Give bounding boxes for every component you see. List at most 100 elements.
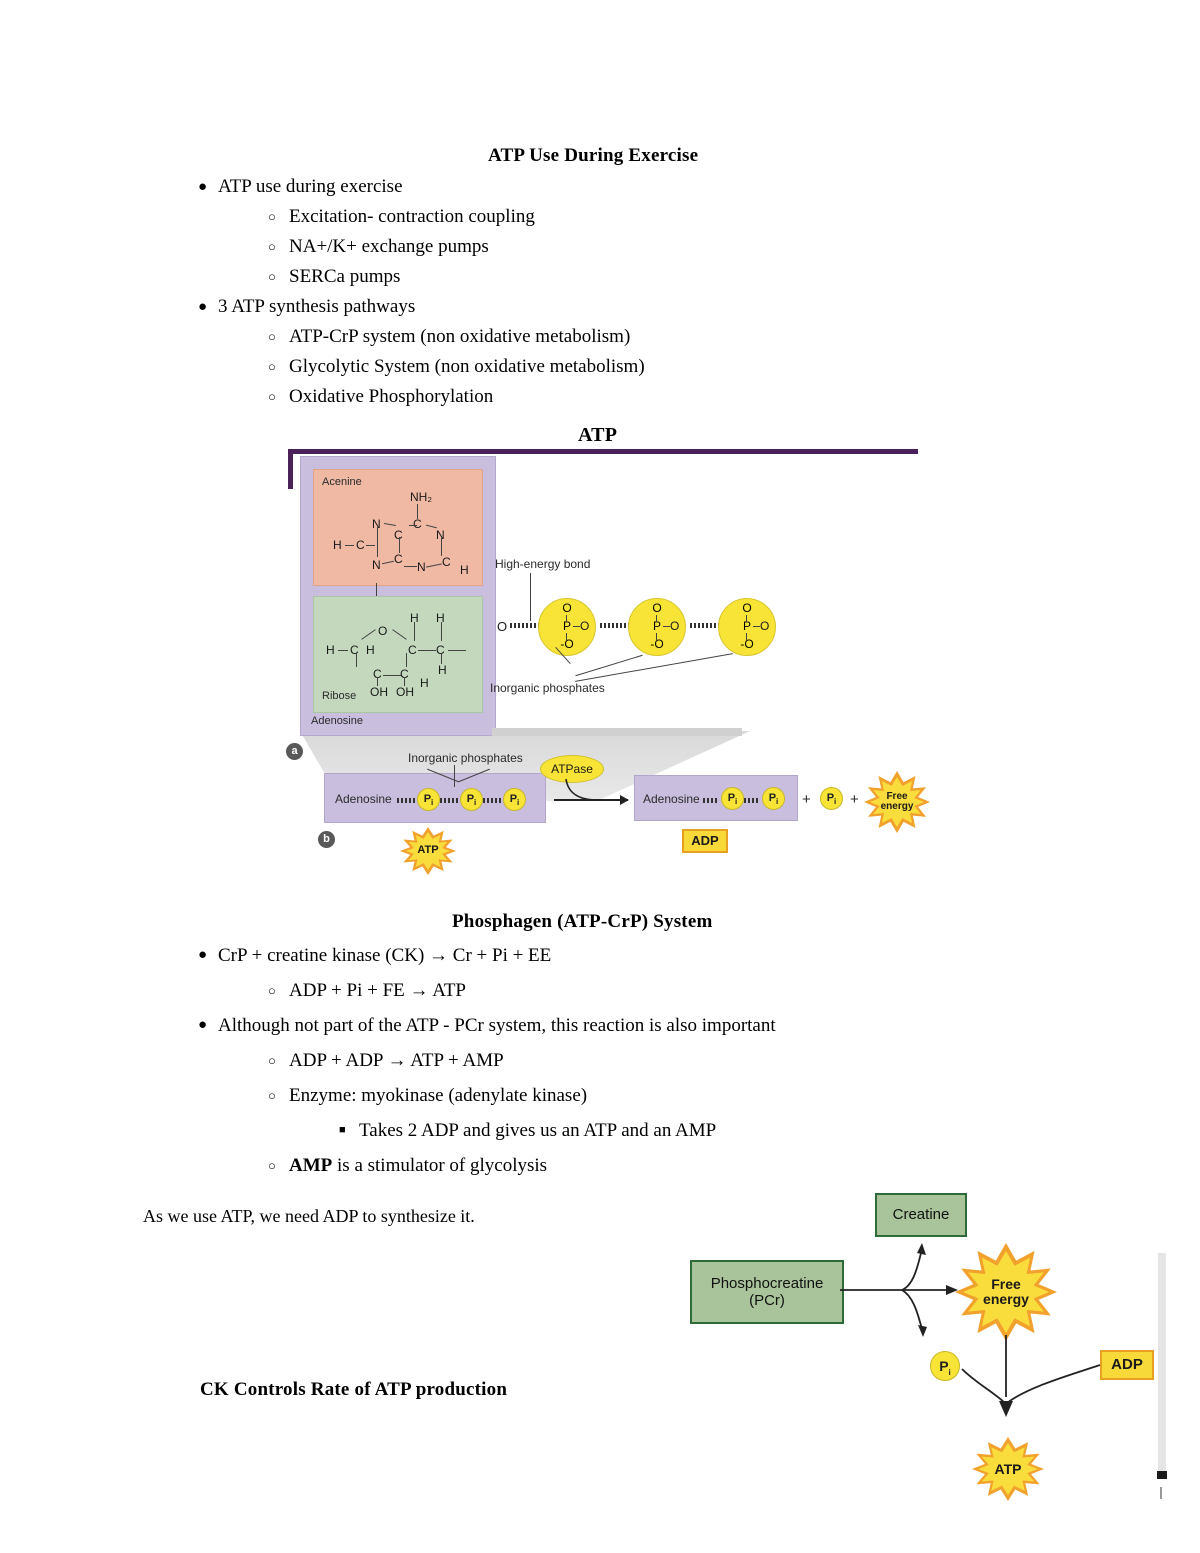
reaction-bond — [397, 798, 415, 803]
phosphate-atom-o-right: O — [760, 619, 770, 633]
figure-top-rule — [288, 449, 918, 454]
phosphate-pi-5: Pi — [762, 787, 785, 810]
ribose-atom-h-top1: H — [410, 611, 419, 625]
adenine-bond — [345, 545, 354, 546]
list-item: ○ ATP-CrP system (non oxidative metaboli… — [176, 322, 976, 352]
adenine-atom-n-upper-right: N — [436, 528, 445, 542]
pi-subscript: i — [735, 797, 738, 807]
ribose-atom-c5: C — [400, 667, 409, 681]
adenosine-group-box: Acenine NH₂ C N N C H C N C N C H — [300, 456, 496, 736]
phosphate-bond — [663, 626, 670, 627]
list-item: ○ ADP + Pi + FE → ATP — [176, 973, 1076, 1008]
phosphate-atom-p: P — [562, 619, 571, 633]
adenine-bond — [417, 504, 418, 519]
adenine-atom-h-right: H — [460, 563, 469, 577]
list-item: ● 3 ATP synthesis pathways — [176, 292, 976, 322]
bullet-marker: ● — [198, 1017, 208, 1033]
list-item-label: ADP + Pi + FE → ATP — [289, 980, 466, 1001]
bullet-marker: ■ — [339, 1124, 346, 1136]
list-item-label: ADP + ADP → ATP + AMP — [289, 1050, 504, 1071]
adenine-atom-c-center: C — [394, 528, 403, 542]
list-item: ● Although not part of the ATP - PCr sys… — [176, 1008, 1076, 1043]
reaction-plus-2: + — [850, 791, 859, 808]
phosphocreatine-pathway-figure: Creatine Phosphocreatine (PCr) Free ener… — [660, 1185, 1160, 1505]
adenine-bond — [399, 537, 400, 553]
inorganic-phosphate-leader-lower — [454, 765, 455, 787]
list-item: ○ SERCa pumps — [176, 262, 976, 292]
adenine-atom-nh2: NH₂ — [410, 490, 432, 504]
list-item: ■ Takes 2 ADP and gives us an ATP and an… — [176, 1113, 1076, 1148]
list-item: ○ Excitation- contraction coupling — [176, 202, 976, 232]
adenine-bond — [404, 566, 417, 567]
phosphagen-bullet-list: ● CrP + creatine kinase (CK) → Cr + Pi +… — [176, 938, 1076, 1183]
adp-tag-pcr: ADP — [1100, 1350, 1154, 1380]
bullet-marker: ○ — [268, 1088, 276, 1103]
ribose-atom-c1: C — [350, 643, 359, 657]
ribose-atom-oh2: OH — [396, 685, 414, 699]
list-item-label: Glycolytic System (non oxidative metabol… — [289, 356, 645, 377]
list-item-label: SERCa pumps — [289, 266, 401, 287]
phosphate-atom-o-top: O — [562, 601, 572, 615]
amp-rest-text: is a stimulator of glycolysis — [332, 1155, 548, 1176]
ribose-atom-c3: C — [436, 643, 445, 657]
atp-adp-note: As we use ATP, we need ADP to synthesize… — [143, 1206, 475, 1226]
high-energy-bond-label: High-energy bond — [495, 557, 591, 571]
bullet-marker: ○ — [268, 269, 276, 284]
ribose-atom-h1: H — [366, 643, 375, 657]
list-item-label: Takes 2 ADP and gives us an ATP and an A… — [359, 1120, 717, 1141]
page-edge-artifact — [1158, 1253, 1166, 1473]
ribose-atom-h-top2: H — [436, 611, 445, 625]
pi-subscript: i — [834, 797, 837, 807]
ribose-atom-c2: C — [408, 643, 417, 657]
pi-letter: P — [423, 793, 432, 805]
free-phosphate-pi: Pi — [820, 787, 843, 810]
adenine-bond — [382, 560, 394, 565]
reaction-bond — [744, 798, 760, 803]
phosphate-atom-o-top: O — [742, 601, 752, 615]
adenine-atom-h-left: H — [333, 538, 342, 552]
adenine-atom-c-center-lower: C — [394, 552, 403, 566]
adp-product-box: Adenosine Pi Pi — [634, 775, 798, 821]
atp-use-bullet-list: ● ATP use during exercise ○ Excitation- … — [176, 172, 976, 412]
adenine-atom-n-lower-left: N — [372, 558, 381, 572]
phosphate-atom-o-right: O — [670, 619, 680, 633]
reaction-bond — [440, 798, 458, 803]
figure-marker-b: b — [318, 831, 335, 848]
pi-subscript: i — [776, 797, 779, 807]
ribose-bond — [338, 650, 348, 651]
adenosine-label: Adenosine — [311, 715, 363, 727]
phosphate-atom-o-bottom: -O — [650, 637, 664, 651]
reaction-bond — [703, 798, 719, 803]
list-item: ● ATP use during exercise — [176, 172, 976, 202]
reaction-bond — [483, 798, 501, 803]
bullet-marker: ○ — [268, 1158, 276, 1173]
page-edge-artifact-dark — [1157, 1471, 1167, 1479]
phosphate-atom-p: P — [742, 619, 751, 633]
phosphate-bond — [746, 633, 747, 640]
high-energy-bond-leader — [530, 573, 531, 621]
atp-figure-caption: ATP — [578, 424, 618, 446]
bullet-marker: ○ — [268, 389, 276, 404]
atp-starburst-pcr: ATP — [978, 1443, 1038, 1495]
phosphate-bond — [656, 633, 657, 640]
ribose-bond — [392, 629, 407, 640]
creatine-box: Creatine — [875, 1193, 967, 1237]
list-item-label: Oxidative Phosphorylation — [289, 386, 494, 407]
ribose-atom-h-left: H — [326, 643, 335, 657]
adenosine-label-left: Adenosine — [335, 792, 392, 806]
list-item: ○ Oxidative Phosphorylation — [176, 382, 976, 412]
atp-convergence-arrows — [961, 1335, 1101, 1417]
phosphate-bond — [573, 626, 580, 627]
bullet-marker: ○ — [268, 983, 276, 998]
ribose-bond — [377, 677, 378, 686]
phosphate-atom-o-right: O — [580, 619, 590, 633]
phosphate-atom-o-bottom: -O — [560, 637, 574, 651]
list-item-label: AMP is a stimulator of glycolysis — [289, 1148, 547, 1183]
atp-starburst: ATP — [406, 832, 450, 870]
atp-structure-figure: Acenine NH₂ C N N C H C N C N C H — [282, 443, 930, 875]
ribose-label: Ribose — [322, 690, 357, 702]
free-energy-starburst: Free energy — [870, 777, 924, 827]
list-item: ○ ADP + ADP → ATP + AMP — [176, 1043, 1076, 1078]
adenine-bond — [426, 563, 442, 568]
pi-letter: P — [939, 1358, 949, 1374]
